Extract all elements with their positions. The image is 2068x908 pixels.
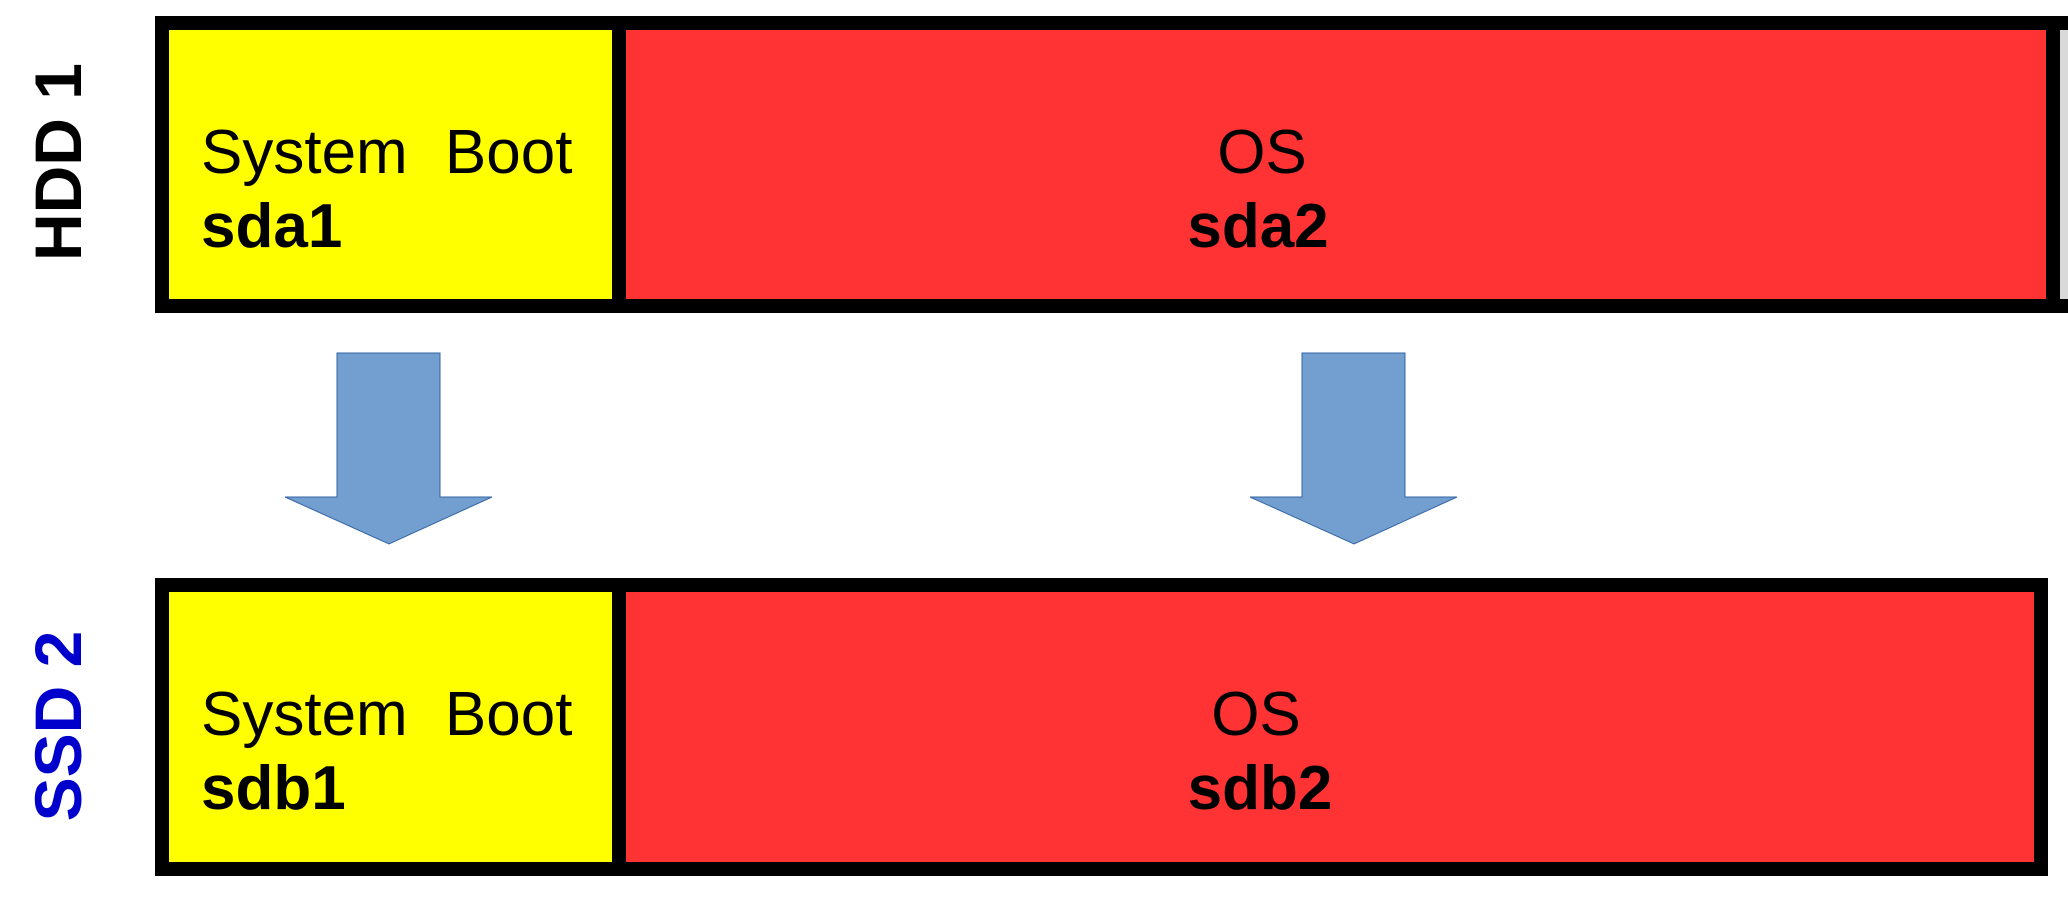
hdd-disk: System Boot sda1 OS sda2 bbox=[155, 16, 2068, 313]
partition-device: sda1 bbox=[201, 192, 343, 261]
partition-name: System Boot bbox=[201, 118, 573, 187]
ssd-boot-partition: System Boot sdb1 bbox=[169, 592, 626, 862]
ssd-disk: System Boot sdb1 OS sdb2 bbox=[155, 578, 2048, 876]
hdd-unallocated-space bbox=[2046, 30, 2068, 299]
partition-device: sdb1 bbox=[201, 754, 346, 823]
partition-name: OS bbox=[1211, 680, 1301, 749]
partition-device: sdb2 bbox=[1187, 754, 1333, 823]
hdd-os-partition: OS sda2 bbox=[626, 30, 2046, 299]
partition-device: sda2 bbox=[1187, 192, 1329, 261]
hdd-boot-partition: System Boot sda1 bbox=[169, 30, 626, 299]
partition-name: OS bbox=[1217, 118, 1307, 187]
ssd-label: SSD 2 bbox=[21, 630, 95, 822]
down-arrow-icon bbox=[1249, 352, 1458, 545]
down-arrow-icon bbox=[284, 352, 493, 545]
ssd-os-partition: OS sdb2 bbox=[626, 592, 2034, 862]
partition-name: System Boot bbox=[201, 680, 573, 749]
